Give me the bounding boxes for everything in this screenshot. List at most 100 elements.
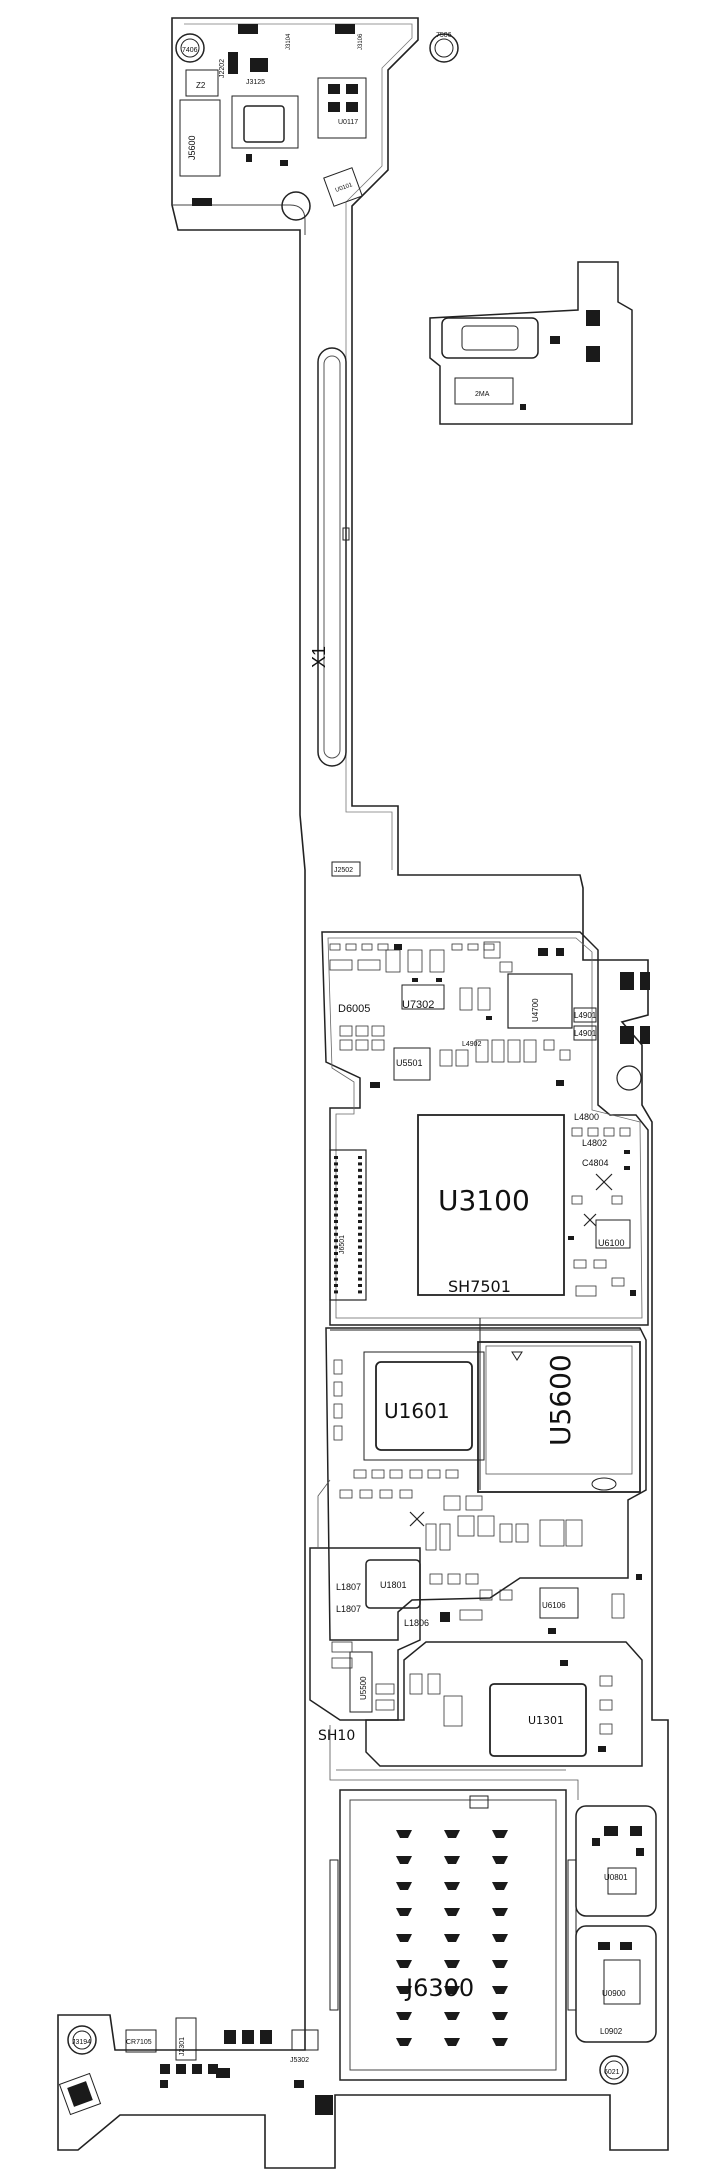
label-l4902: L4902 — [462, 1041, 482, 1048]
j6300-pin — [492, 1986, 508, 1994]
j6501-pin — [358, 1181, 362, 1185]
j6300-pins — [396, 1830, 508, 2046]
j6501-pin — [334, 1277, 338, 1281]
u0117-pad-d — [346, 102, 358, 112]
mount-hole-mid — [281, 191, 311, 221]
side-pad-a — [586, 310, 600, 326]
label-z2: Z2 — [196, 81, 206, 90]
diode-cr7105 — [125, 2029, 157, 2053]
label-j5600: J5600 — [187, 135, 197, 160]
j6300-side-right — [567, 1859, 577, 2011]
x1-tab — [342, 527, 350, 541]
j6501-pin — [358, 1194, 362, 1198]
connector-j5302 — [291, 2029, 319, 2051]
j6501-pin — [334, 1284, 338, 1287]
mount-hole-7506 — [429, 33, 459, 63]
j6501-pin — [334, 1271, 338, 1275]
label-u7302: U7302 — [402, 999, 434, 1011]
inductor-l4901b — [573, 1025, 597, 1041]
j6501-pin — [334, 1232, 338, 1236]
j6300-pin — [396, 1934, 412, 1942]
small-chip-b — [246, 154, 252, 162]
chip-2ma — [454, 377, 514, 405]
label-j3125: J3125 — [246, 79, 265, 86]
label-j2502: J2502 — [334, 867, 353, 874]
chip-u5600-inner — [485, 1345, 633, 1475]
j6300-pin — [396, 1882, 412, 1890]
label-7406: 7406 — [182, 47, 198, 54]
x1-slot-inner — [323, 355, 341, 759]
j6501-pins — [334, 1156, 362, 1294]
j6501-pin — [358, 1252, 362, 1255]
j6300-pin — [396, 2038, 412, 2046]
mount-hole-j3194-inner — [72, 2030, 92, 2050]
j6300-pin — [396, 1856, 412, 1864]
side-pad-c — [550, 336, 560, 344]
logic-section-upper: U4700 U7302 D6005 U5501 L4901 L4901 L490… — [321, 931, 650, 1326]
label-u0801: U0801 — [604, 1873, 628, 1882]
connector-j6501 — [329, 1149, 367, 1301]
j6300-pin — [492, 2038, 508, 2046]
j6300-pin — [492, 1908, 508, 1916]
chip-u5500 — [349, 1651, 373, 1713]
j6501-pin — [358, 1213, 362, 1217]
label-l0902: L0902 — [600, 2027, 623, 2036]
chip-u5600 — [477, 1341, 641, 1493]
j6300-pin — [396, 1986, 412, 1994]
j6300-pin — [396, 1830, 412, 1838]
j6501-pin — [334, 1194, 338, 1198]
chip-u0101 — [323, 167, 363, 207]
j6501-pin — [358, 1290, 362, 1294]
label-l4901a: L4901 — [574, 1011, 597, 1020]
side-connector-inner — [461, 325, 519, 351]
connector-j2301 — [175, 2017, 197, 2061]
j6300-side-left — [329, 1859, 339, 2011]
board-notch — [172, 204, 306, 235]
j6501-pin — [358, 1258, 362, 1262]
j6501-pin — [358, 1284, 362, 1287]
j6501-pin — [358, 1168, 362, 1172]
label-l4802: L4802 — [582, 1138, 607, 1148]
logic-section-middle: U1601 U5600 — [325, 1318, 647, 1641]
j6501-pin — [358, 1271, 362, 1275]
cap-group-c — [620, 1026, 634, 1044]
mount-hole-6021 — [599, 2055, 629, 2085]
j6300-pin — [444, 1882, 460, 1890]
chip-u3100 — [417, 1114, 565, 1296]
j6501-pin — [358, 1156, 362, 1159]
label-x1: X1 — [309, 646, 329, 668]
label-j2301: J2301 — [179, 2037, 186, 2056]
pad-bottom-left — [67, 2081, 93, 2107]
connector-j6300-group: J6300 — [329, 1789, 577, 2081]
j6501-pin — [334, 1162, 338, 1166]
antenna-x1: X1 — [309, 347, 350, 767]
label-l4800: L4800 — [574, 1112, 599, 1122]
j6300-pin — [492, 1882, 508, 1890]
label-2ma: 2MA — [475, 391, 490, 398]
chip-u1601 — [375, 1361, 473, 1451]
chip-u1801 — [365, 1559, 421, 1609]
shield-middle — [325, 1327, 647, 1641]
board-outline — [57, 17, 669, 2169]
j6501-pin — [358, 1220, 362, 1223]
j6501-pin — [334, 1258, 338, 1262]
j6501-pin — [334, 1188, 338, 1191]
small-component-field-c — [333, 1359, 483, 1511]
label-l1807a: L1807 — [336, 1582, 361, 1592]
bottom-tab — [315, 2095, 333, 2115]
side-module-outline — [429, 261, 633, 425]
j6300-pin — [444, 1830, 460, 1838]
small-component-field-b — [571, 1127, 631, 1297]
label-u1801: U1801 — [380, 1580, 407, 1590]
pin1-marker-u5600 — [511, 1351, 523, 1361]
small-pads-f — [160, 2030, 304, 2088]
small-pads-b — [568, 1150, 636, 1296]
board-inner-outline — [184, 23, 413, 870]
small-pads-d — [440, 1574, 642, 1752]
small-pads-a — [370, 944, 564, 1088]
mount-hole-6021-inner — [604, 2060, 624, 2080]
label-sh7501: SH7501 — [448, 1277, 511, 1296]
small-component-field-d — [331, 1515, 625, 1735]
bottom-right-section: U0801 U0900 L0902 6021 — [575, 1805, 657, 2085]
j6300-pin — [444, 1856, 460, 1864]
